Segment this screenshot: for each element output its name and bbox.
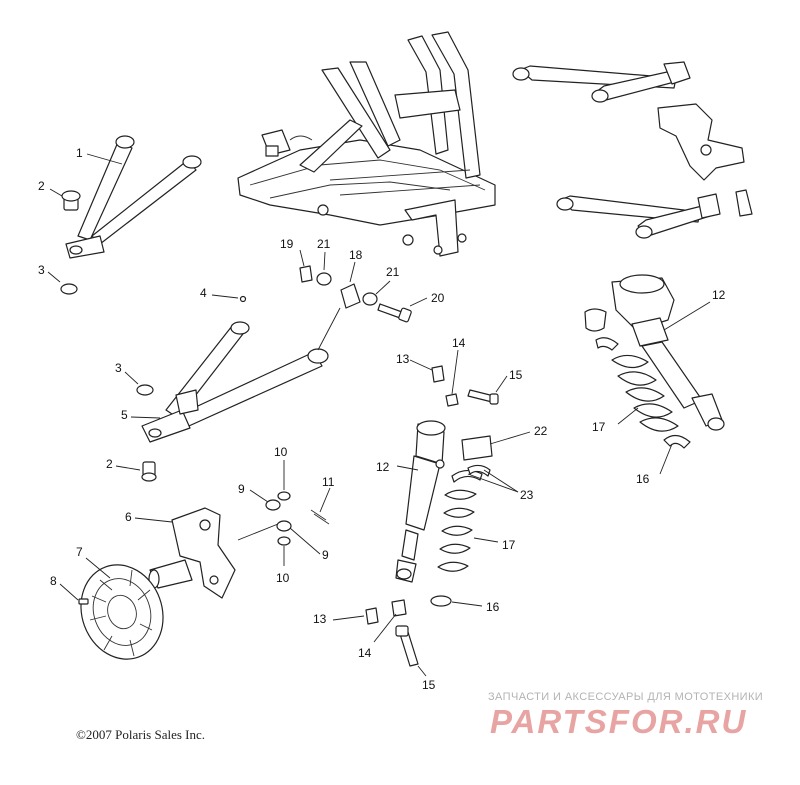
callout-11: 11: [322, 475, 335, 489]
ball-joint-upper: [61, 190, 81, 211]
callout-1: 1: [76, 146, 83, 160]
callout-7: 7: [76, 545, 83, 559]
callout-8: 8: [50, 574, 57, 588]
bushing-13-bottom: [365, 607, 379, 625]
watermark-tagline: ЗАПЧАСТИ И АКСЕССУАРЫ ДЛЯ МОТОТЕХНИКИ: [488, 691, 764, 703]
callout-10: 10: [276, 571, 290, 585]
brake-disc: [80, 564, 164, 660]
nut-9-bottom: [276, 520, 292, 532]
callout-9: 9: [322, 548, 329, 562]
bushing-21-left: [316, 272, 332, 286]
frame-assembly: [237, 31, 496, 257]
lower-a-arm-right: [556, 189, 753, 239]
retaining-ring-upper: [60, 283, 78, 295]
washer-10-top: [277, 491, 291, 501]
bolt-15-bottom: [395, 625, 419, 667]
callout-3: 3: [115, 361, 122, 375]
callout-20: 20: [431, 291, 445, 305]
coil-spring-center: [437, 489, 477, 572]
callout-10: 10: [274, 445, 288, 459]
lower-a-arm: [141, 321, 329, 443]
shock-absorber-center: [395, 420, 446, 583]
spring-retainer-16-center: [430, 595, 452, 607]
cotter-pin-11: [310, 509, 330, 525]
retaining-ring-lower: [136, 384, 154, 396]
sleeve-18: [340, 283, 361, 309]
callout-labels: 1 2 3 4 3 5 2 6 7 8 19 21 18 21 20 13 14…: [38, 146, 726, 692]
callout-13: 13: [313, 612, 327, 626]
callout-2: 2: [106, 457, 113, 471]
bushing-21-right: [362, 292, 378, 306]
callout-12: 12: [712, 288, 726, 302]
callout-15: 15: [422, 678, 436, 692]
spring-seat-23a: [451, 469, 483, 483]
callout-3: 3: [38, 263, 45, 277]
callout-9: 9: [238, 482, 245, 496]
coil-spring-right: [611, 354, 679, 432]
bolt-20: [377, 303, 412, 323]
watermark-logo-text: PARTSFOR.RU: [490, 704, 747, 738]
ball-joint-lower: [141, 461, 157, 482]
sleeve-14-top: [445, 393, 459, 407]
callout-21: 21: [386, 265, 400, 279]
callout-21: 21: [317, 237, 331, 251]
nut-9-top: [265, 499, 281, 511]
upper-a-arm-right: [512, 61, 691, 103]
upper-a-arm: [65, 135, 202, 259]
leader-lines: [47, 153, 711, 677]
callout-12: 12: [376, 460, 390, 474]
watermark-logo: PARTSFOR.RU: [490, 704, 747, 738]
grease-fitting: [239, 295, 247, 303]
callout-16: 16: [636, 472, 650, 486]
spring-retainer-22: [461, 435, 493, 461]
callout-14: 14: [452, 336, 466, 350]
sleeve-14-bottom: [391, 599, 407, 617]
spindle-right: [657, 103, 745, 181]
callout-2: 2: [38, 179, 45, 193]
callout-15: 15: [509, 368, 523, 382]
washer-19: [299, 265, 313, 283]
callout-4: 4: [200, 286, 207, 300]
callout-19: 19: [280, 237, 294, 251]
callout-13: 13: [396, 352, 410, 366]
spring-seat-23b: [467, 464, 491, 477]
callout-22: 22: [534, 424, 548, 438]
copyright-notice: ©2007 Polaris Sales Inc.: [76, 727, 206, 742]
callout-23: 23: [520, 488, 534, 502]
bolt-disc: [78, 598, 89, 605]
callout-5: 5: [121, 408, 128, 422]
bolt-15-top: [467, 389, 499, 405]
spindle: [148, 507, 236, 599]
spring-seat-right-top: [584, 308, 619, 351]
bushing-13-top: [431, 365, 445, 383]
callout-16: 16: [486, 600, 500, 614]
retainer-16-right: [663, 434, 691, 449]
callout-17: 17: [502, 538, 516, 552]
callout-14: 14: [358, 646, 372, 660]
washer-10-bottom: [277, 536, 291, 546]
callout-17: 17: [592, 420, 606, 434]
shock-absorber-right: [611, 274, 725, 431]
callout-6: 6: [125, 510, 132, 524]
callout-18: 18: [349, 248, 363, 262]
